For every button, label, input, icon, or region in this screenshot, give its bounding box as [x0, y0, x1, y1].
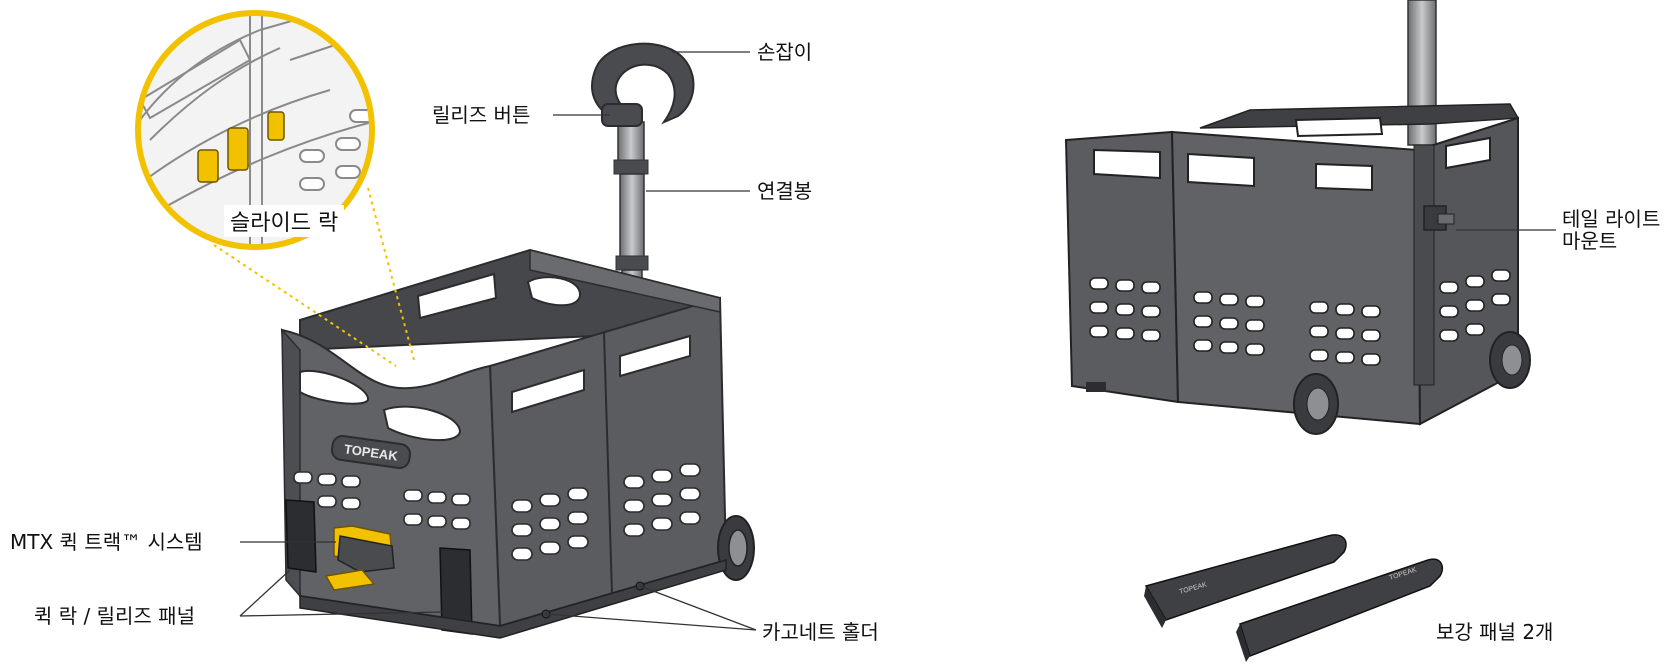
handle	[591, 42, 695, 125]
quick-lock-release-panel	[285, 499, 473, 635]
cart-rear-view	[1064, 0, 1531, 435]
callout-connecting-rod: 연결봉	[757, 179, 813, 203]
callout-slide-lock: 슬라이드 락	[224, 205, 345, 237]
callout-mtx-system: MTX 퀵 트랙™ 시스템	[10, 530, 203, 554]
callout-tail-light-mount: 테일 라이트 마운트	[1562, 208, 1660, 252]
connecting-rod	[613, 121, 649, 297]
cart-front-view: TOPEAK	[280, 42, 755, 639]
callout-cargo-net-holder: 카고네트 홀더	[762, 620, 879, 644]
brand-logo: TOPEAK	[331, 434, 411, 470]
callout-quick-lock-panel: 퀵 락 / 릴리즈 패널	[34, 604, 195, 628]
wheel	[717, 515, 755, 581]
callout-tail-light-mount-line1: 테일 라이트	[1562, 207, 1661, 231]
rear-wheel-right	[1489, 331, 1531, 389]
leader-lines	[239, 51, 1556, 631]
callout-tail-light-mount-line2: 마운트	[1562, 229, 1618, 253]
callout-reinforcement-panels: 보강 패널 2개	[1436, 620, 1554, 644]
rear-wheel-left	[1293, 373, 1339, 435]
mtx-quick-track	[333, 525, 395, 573]
reinforcement-panels: TOPEAK TOPEAK	[1144, 534, 1444, 662]
callout-handle: 손잡이	[757, 40, 813, 64]
callout-release-button: 릴리즈 버튼	[432, 103, 531, 127]
tail-light-mount	[1423, 205, 1455, 231]
